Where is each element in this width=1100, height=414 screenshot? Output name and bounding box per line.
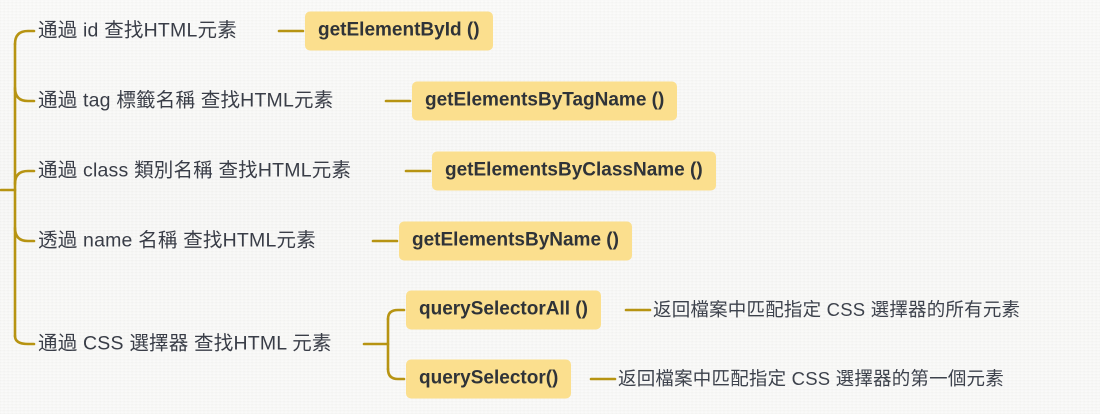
sub-branch-elbow-2 bbox=[386, 367, 406, 381]
method-description-queryselector: 返回檔案中匹配指定 CSS 選擇器的第一個元素 bbox=[618, 367, 1004, 389]
branch-label-name: 透過 name 名稱 查找HTML元素 bbox=[38, 229, 316, 252]
method-badge-getelementsbyname[interactable]: getElementsByName () bbox=[399, 221, 632, 261]
branch-elbow-4 bbox=[13, 226, 36, 243]
branch-elbow-5 bbox=[13, 334, 36, 346]
method-badge-queryselectorall[interactable]: querySelectorAll () bbox=[406, 290, 601, 330]
method-description-queryselectorall: 返回檔案中匹配指定 CSS 選擇器的所有元素 bbox=[653, 298, 1021, 320]
method-badge-getelementsbyclassname[interactable]: getElementsByClassName () bbox=[432, 151, 716, 191]
branch-label-css-selector: 通過 CSS 選擇器 查找HTML 元素 bbox=[38, 332, 332, 355]
branch-elbow-3 bbox=[13, 169, 36, 186]
branch-elbow-1 bbox=[13, 29, 36, 46]
method-badge-queryselector[interactable]: querySelector() bbox=[406, 359, 572, 399]
method-badge-getelementbyid[interactable]: getElementById () bbox=[305, 11, 493, 51]
sub-branch-elbow-1 bbox=[386, 308, 406, 321]
method-badge-getelementsbytagname[interactable]: getElementsByTagName () bbox=[412, 81, 678, 121]
branch-label-class: 通過 class 類別名稱 查找HTML元素 bbox=[38, 159, 352, 182]
branch-label-tag: 通過 tag 標籤名稱 查找HTML元素 bbox=[38, 89, 334, 112]
branch-label-id: 通過 id 查找HTML元素 bbox=[38, 19, 237, 42]
branch-elbow-2 bbox=[13, 86, 36, 103]
